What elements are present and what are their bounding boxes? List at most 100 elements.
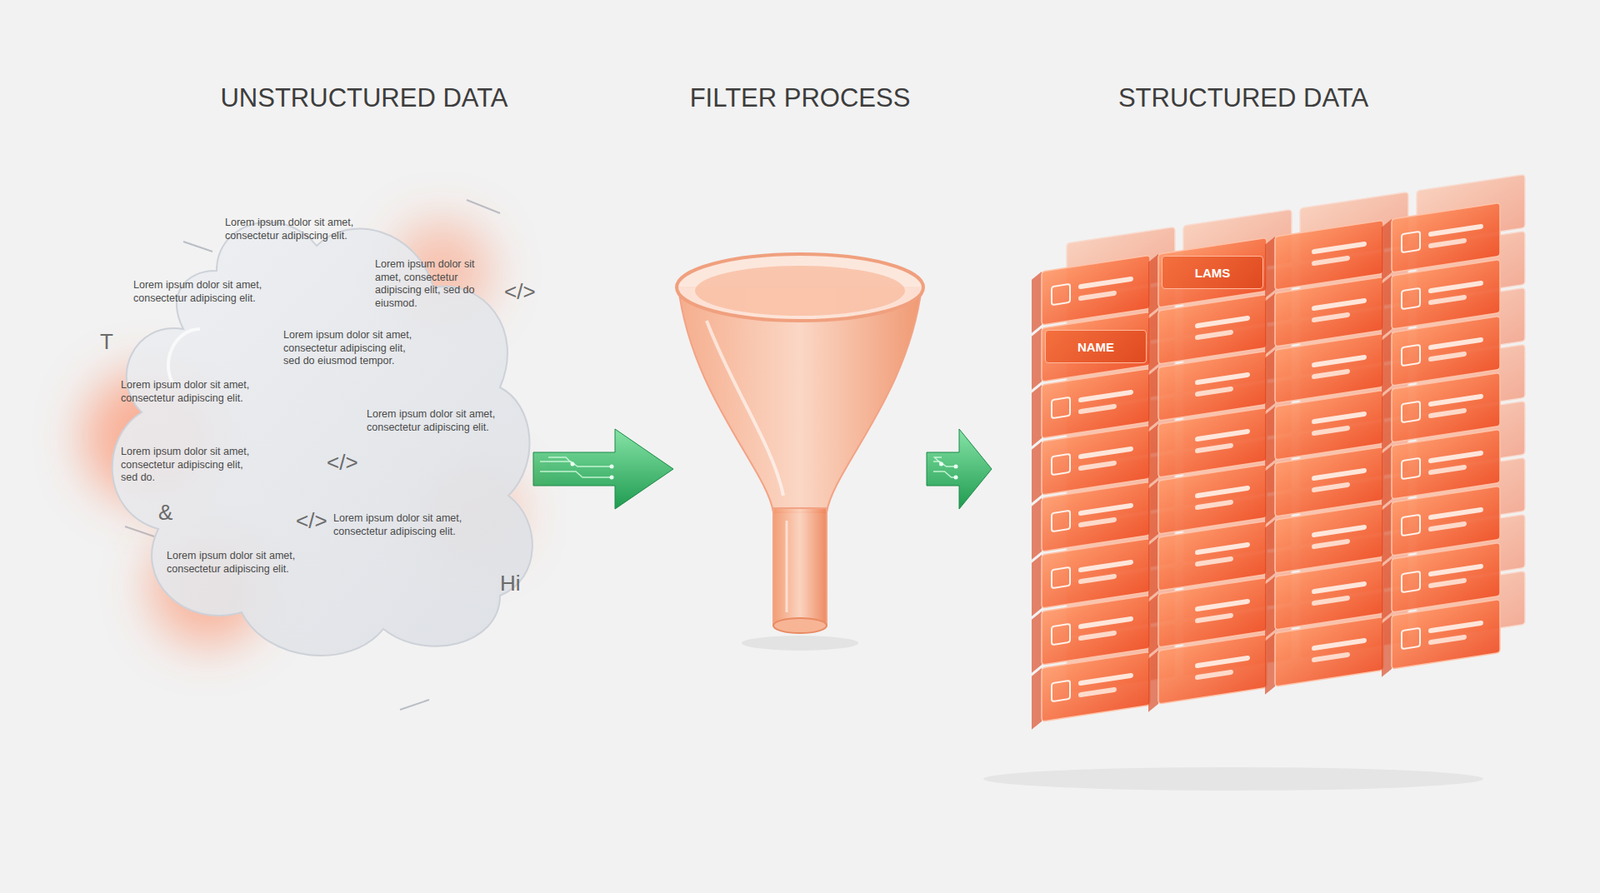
graphic-rect <box>1401 628 1420 650</box>
graphic-rect <box>1428 295 1467 306</box>
graphic-rect <box>1275 617 1384 688</box>
graphic-rect <box>1311 255 1350 267</box>
graphic-rect <box>1078 517 1117 529</box>
graphic-rect <box>1195 372 1250 386</box>
graphic-rect <box>1311 581 1367 595</box>
graphic-rect <box>1311 369 1350 380</box>
floating-glyph: </> <box>504 279 536 305</box>
stray-line <box>466 200 500 214</box>
section-heading: UNSTRUCTURED DATA <box>220 83 508 114</box>
placeholder-text: Lorem ipsum dolor sit amet, consectetur … <box>120 445 263 485</box>
graphic-rect <box>1078 630 1117 642</box>
graphic-polygon <box>1381 275 1392 338</box>
graphic-rect <box>1428 224 1484 238</box>
graphic-rect <box>1051 510 1070 532</box>
graphic-polygon <box>1148 650 1159 713</box>
graphic-rect <box>1428 394 1484 408</box>
graphic-rect <box>773 508 827 625</box>
graphic-rect <box>1311 539 1350 550</box>
graphic-polygon <box>1381 219 1392 281</box>
graphic-polygon <box>1381 445 1392 508</box>
graphic-rect <box>1051 680 1070 702</box>
graphic-path <box>168 329 200 388</box>
circuit-trace <box>540 461 612 467</box>
circuit-node <box>939 462 944 467</box>
graphic-rect <box>1195 386 1234 398</box>
arrow-body <box>533 429 674 510</box>
graphic-rect <box>1195 315 1250 330</box>
graphic-rect <box>1078 446 1134 460</box>
graphic-rect <box>1195 330 1234 341</box>
graphic-rect <box>1195 500 1234 511</box>
graphic-rect <box>1195 599 1250 613</box>
graphic-rect <box>1428 564 1484 578</box>
placeholder-text: Lorem ipsum dolor sit amet, consectetur … <box>166 550 309 576</box>
graphic-rect <box>1311 482 1350 494</box>
data-block-grid <box>991 79 1509 771</box>
graphic-rect <box>1051 567 1070 589</box>
field-cell: NAME <box>1045 330 1147 364</box>
graphic-polygon <box>1031 441 1042 504</box>
placeholder-text: Lorem ipsum dolor sit amet, consectetur … <box>283 329 425 369</box>
graphic-polygon <box>1381 615 1392 678</box>
graphic-polygon <box>1265 406 1275 469</box>
placeholder-text: Lorem ipsum dolor sit amet, consectetur … <box>375 258 492 311</box>
graphic-polygon <box>1031 611 1042 674</box>
graphic-ellipse <box>773 618 827 634</box>
graphic-rect <box>1401 401 1420 423</box>
placeholder-text: Lorem ipsum dolor sit amet, consectetur … <box>333 512 484 539</box>
graphic-g <box>1031 203 1500 730</box>
ground-shadow <box>741 635 859 651</box>
graphic-polygon <box>1265 463 1275 525</box>
graphic-rect <box>1428 238 1467 250</box>
graphic-rect <box>1311 595 1350 607</box>
graphic-polygon <box>1148 367 1159 430</box>
graphic-rect <box>1428 408 1467 420</box>
flow-arrow <box>533 429 674 510</box>
section-heading: STRUCTURED DATA <box>1118 83 1369 114</box>
field-label: NAME <box>1077 340 1115 355</box>
circuit-trace <box>933 461 956 467</box>
circuit-trace <box>540 471 612 478</box>
graphic-rect <box>1401 231 1420 253</box>
graphic-polygon <box>1381 389 1392 451</box>
graphic-polygon <box>1265 633 1275 695</box>
graphic-rect <box>1195 542 1250 556</box>
graphic-polygon <box>1031 385 1042 447</box>
placeholder-text: Lorem ipsum dolor sit amet, consectetur … <box>366 408 500 435</box>
graphic-polygon <box>1031 668 1042 730</box>
graphic-rect <box>1078 687 1117 699</box>
structured-data-group: STRUCTURED DATA NAME LAMS <box>991 79 1509 771</box>
circuit-node <box>610 475 615 480</box>
graphic-path <box>706 320 784 496</box>
graphic-rect <box>1051 624 1070 645</box>
graphic-rect <box>1401 288 1420 310</box>
graphic-ellipse <box>676 254 924 321</box>
graphic-rect <box>1401 571 1420 593</box>
graphic-rect <box>1311 355 1367 369</box>
graphic-rect <box>1078 276 1134 290</box>
graphic-rect <box>1195 655 1250 670</box>
graphic-rect <box>1195 443 1234 455</box>
graphic-rect <box>1311 241 1367 255</box>
placeholder-text: Lorem ipsum dolor sit amet, consectetur … <box>133 279 267 305</box>
stray-line <box>400 700 430 710</box>
graphic-polygon <box>1148 254 1159 316</box>
graphic-rect <box>1041 652 1150 723</box>
filter-group: FILTER PROCESS <box>673 79 927 646</box>
graphic-rect <box>1078 390 1134 404</box>
graphic-rect <box>1311 525 1367 539</box>
graphic-rect <box>1428 521 1467 533</box>
graphic-rect <box>1078 290 1117 302</box>
graphic-polygon <box>1031 328 1042 390</box>
graphic-rect <box>1195 670 1234 681</box>
graphic-rect <box>1051 454 1070 475</box>
graphic-rect <box>1401 458 1420 480</box>
stray-line <box>125 526 155 537</box>
section-heading: FILTER PROCESS <box>690 83 911 114</box>
field-label: LAMS <box>1195 265 1231 280</box>
graphic-rect <box>1428 351 1467 363</box>
graphic-polygon <box>1148 594 1159 656</box>
graphic-rect <box>1428 578 1467 590</box>
circuit-node <box>954 475 959 480</box>
